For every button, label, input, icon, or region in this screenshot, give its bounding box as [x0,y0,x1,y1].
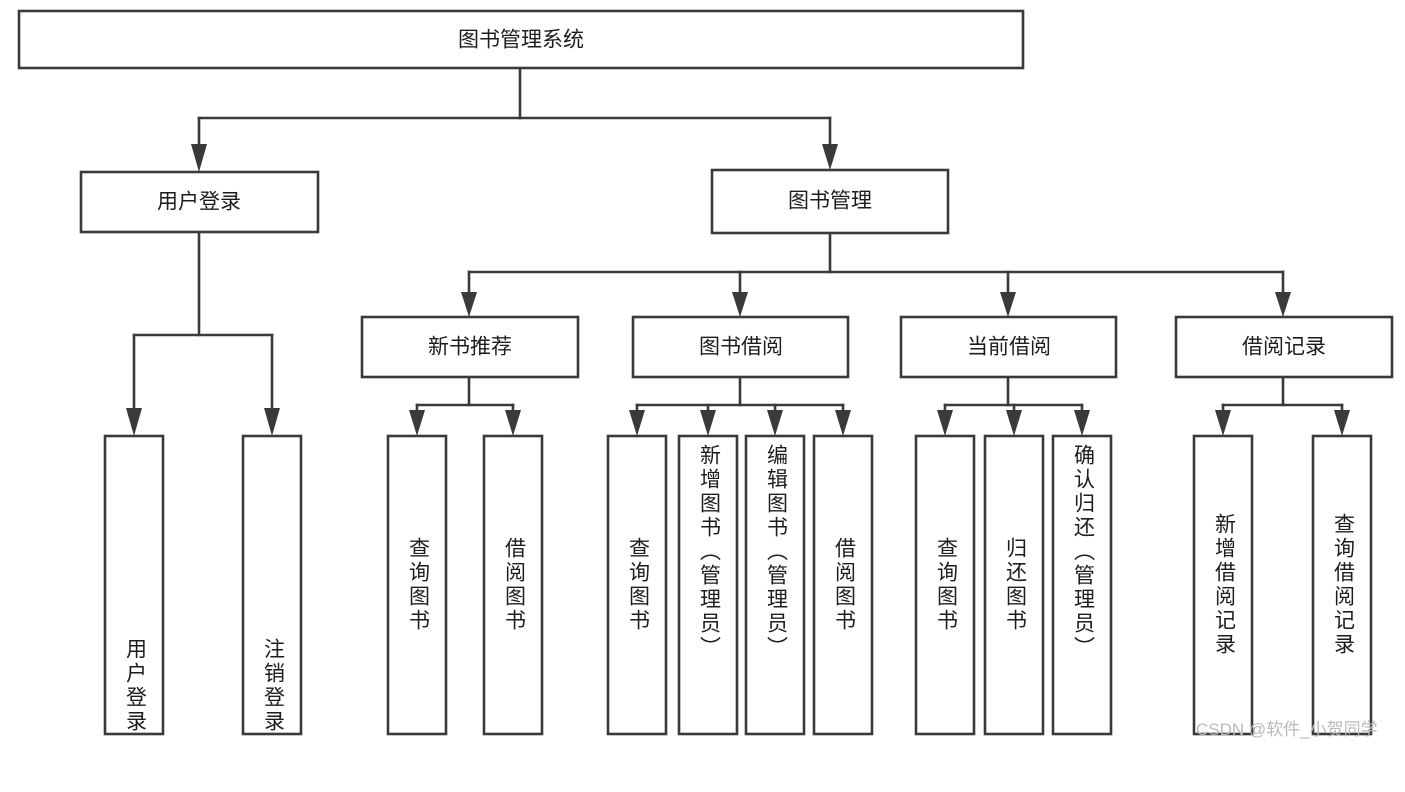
arrow-head-book-borrow [732,292,748,317]
arrow-head-bb-leaf-4 [835,410,851,436]
leaf-boxes-borrow-record [1192,434,1373,736]
node-book-borrow[interactable]: 图书借阅 [631,315,850,379]
connector-root-to-level1 [191,67,838,172]
leaf-box-br-add-record[interactable] [1192,434,1254,736]
arrow-head-cb-leaf-2 [1006,410,1022,436]
arrow-head-book-manage [822,144,838,170]
leaf-box-logout[interactable] [241,434,303,736]
node-user-login-box [79,170,320,234]
arrow-head-bb-leaf-3 [767,410,783,436]
arrow-head-nbr-leaf-1 [409,410,425,436]
node-new-book-recommend[interactable]: 新书推荐 [360,315,580,379]
leaf-box-nbr-borrow-book[interactable] [482,434,544,736]
diagram-canvas: 图书管理系统 用户登录 图书管理 新书推荐 图书借阅 当前借阅 借阅记录 [17,9,1394,739]
node-book-borrow-label: 图书借阅 [699,336,783,359]
arrow-head-leaf-logout [264,408,280,436]
node-new-book-recommend-label: 新书推荐 [428,336,512,359]
node-book-manage-box [710,168,950,235]
connector-book-manage-to-level2 [461,231,1291,317]
leaf-boxes-current-borrow [914,434,1113,736]
leaf-box-bb-query-book[interactable] [606,434,668,736]
node-new-book-recommend-box [360,315,580,379]
leaf-box-bb-add-book[interactable] [677,434,739,736]
node-user-login[interactable]: 用户登录 [79,170,320,234]
leaf-box-br-query-record[interactable] [1311,434,1373,736]
leaf-boxes-new-book-recommend [386,434,544,736]
node-borrow-record-box [1174,315,1394,379]
connector-borrow-record-to-leaves [1215,375,1350,436]
arrow-head-leaf-user-login [126,408,142,436]
connector-user-login-to-leaves [126,230,280,436]
arrow-head-cb-leaf-1 [937,410,953,436]
node-book-manage[interactable]: 图书管理 [710,168,950,235]
arrow-head-cb-leaf-3 [1074,410,1090,436]
leaf-box-bb-borrow-book[interactable] [812,434,874,736]
node-current-borrow[interactable]: 当前借阅 [899,315,1118,379]
node-user-login-label: 用户登录 [157,191,241,214]
arrow-head-user-login [191,144,207,172]
arrow-head-bb-leaf-1 [629,410,645,436]
connector-new-book-recommend-to-leaves [409,375,521,436]
leaf-boxes-book-borrow [606,434,874,736]
leaf-box-nbr-query-book[interactable] [386,434,448,736]
node-book-manage-label: 图书管理 [788,190,872,213]
node-borrow-record-label: 借阅记录 [1242,336,1326,359]
leaf-box-cb-query-book[interactable] [914,434,976,736]
node-current-borrow-label: 当前借阅 [967,336,1051,359]
leaf-box-cb-confirm-return[interactable] [1051,434,1113,736]
leaf-box-bb-edit-book[interactable] [744,434,806,736]
arrow-head-bb-leaf-2 [700,410,716,436]
node-root-system-box [17,9,1025,70]
node-root-system-label: 图书管理系统 [458,29,584,52]
leaf-box-user-login[interactable] [103,434,165,736]
arrow-head-new-book-recommend [461,292,477,317]
node-current-borrow-box [899,315,1118,379]
arrow-head-br-leaf-1 [1215,410,1231,436]
arrow-head-br-leaf-2 [1334,410,1350,436]
leaf-box-cb-return-book[interactable] [983,434,1045,736]
leaf-boxes-user-login [103,434,303,736]
connector-current-borrow-to-leaves [937,375,1090,436]
node-book-borrow-box [631,315,850,379]
node-borrow-record[interactable]: 借阅记录 [1174,315,1394,379]
arrow-head-borrow-record [1275,292,1291,317]
node-root-system[interactable]: 图书管理系统 [17,9,1025,70]
arrow-head-nbr-leaf-2 [505,410,521,436]
connector-book-borrow-to-leaves [629,375,851,436]
hierarchy-diagram-svg: 图书管理系统 用户登录 图书管理 新书推荐 图书借阅 当前借阅 借阅记录 [17,9,1394,736]
arrow-head-current-borrow [1000,292,1016,317]
